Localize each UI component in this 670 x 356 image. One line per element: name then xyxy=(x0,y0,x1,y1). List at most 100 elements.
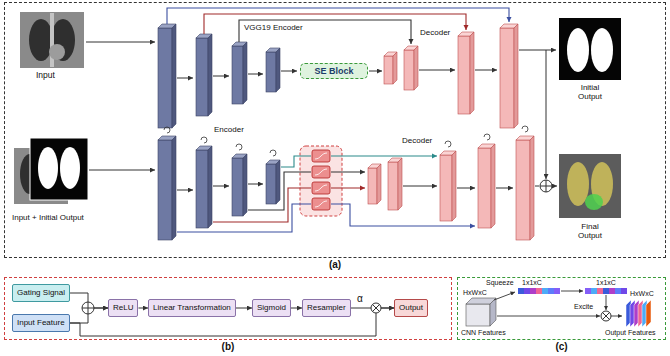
attention-gate xyxy=(312,150,330,162)
attention-gate xyxy=(315,201,327,207)
sum-symbol xyxy=(540,180,552,192)
attention-gate xyxy=(312,182,330,194)
se-block: SE Block xyxy=(300,63,368,79)
product-symbol xyxy=(371,303,381,313)
node-text: SE Block xyxy=(314,66,353,76)
decoder-block xyxy=(393,52,397,84)
sum-symbol xyxy=(82,302,94,314)
channel-vector xyxy=(585,288,591,294)
attention-gate xyxy=(315,169,327,175)
skip-connection xyxy=(331,187,365,188)
encoder-block xyxy=(158,24,280,128)
output-box: Output xyxy=(394,299,428,316)
feature-cube xyxy=(466,304,490,326)
encoder-block xyxy=(196,38,208,116)
channel-vector xyxy=(603,288,609,294)
encoder-block xyxy=(208,146,212,228)
image-label: Initial Output xyxy=(570,83,610,101)
refresh-icon xyxy=(445,141,451,147)
panel-label: (b) xyxy=(4,341,452,353)
skip-connection xyxy=(177,156,475,232)
dimension-label: HxWxC xyxy=(630,290,654,298)
attention-gate xyxy=(312,166,330,178)
process-box: Sigmoid xyxy=(252,299,291,316)
node-text: Sigmoid xyxy=(257,303,286,312)
mask-image xyxy=(30,138,88,200)
xray-image xyxy=(49,44,65,60)
flow-arrow xyxy=(403,186,437,187)
xray-image xyxy=(20,12,84,68)
decoder-block xyxy=(491,144,495,228)
flow-arrow xyxy=(457,188,475,189)
decoder-block xyxy=(388,162,398,210)
skip-connection xyxy=(177,204,311,232)
flow-arrow xyxy=(535,186,539,187)
dimension-label: 1x1xC xyxy=(522,279,542,287)
refresh-icon xyxy=(522,126,528,132)
flow-arrow xyxy=(177,78,193,79)
encoder-block xyxy=(276,48,280,92)
decoder-block xyxy=(516,140,530,240)
panel-frame: (b)Gating SignalInput FeatureReLULinear … xyxy=(4,277,452,340)
sum-symbol xyxy=(82,302,94,314)
section-label: VGG19 Encoder xyxy=(244,23,303,32)
skip-connection xyxy=(167,8,509,44)
flow-arrow xyxy=(248,184,263,185)
flow-arrow xyxy=(497,316,600,317)
flow-arrow xyxy=(494,292,515,300)
dimension-label: 1x1xC xyxy=(596,279,616,287)
channel-vector xyxy=(591,288,597,294)
decoder-block xyxy=(414,46,418,90)
skip-connection xyxy=(331,171,365,172)
mask-image xyxy=(591,28,613,72)
node-text: Gating Signal xyxy=(17,288,65,297)
skip-connection xyxy=(213,188,311,222)
decoder-block xyxy=(377,164,381,204)
segmentation-image xyxy=(585,194,603,210)
output-feature-slices xyxy=(646,300,651,327)
flow-arrow xyxy=(281,71,297,72)
mask-image xyxy=(567,28,589,72)
decoder-block xyxy=(384,24,518,128)
flow-arrow xyxy=(519,50,556,51)
decoder-block xyxy=(440,155,452,221)
flow-arrow xyxy=(419,70,455,71)
channel-vector xyxy=(524,288,530,294)
decoder-block xyxy=(530,136,534,240)
channel-vector xyxy=(615,288,621,294)
product-symbol xyxy=(373,305,380,312)
flow-arrow xyxy=(552,186,557,187)
refresh-icon xyxy=(236,144,242,150)
channel-vector xyxy=(518,288,627,294)
channel-vector xyxy=(530,288,536,294)
flow-arrow xyxy=(86,42,557,190)
node-text: Output xyxy=(399,303,423,312)
encoder-block xyxy=(172,136,176,240)
connector-arrow xyxy=(138,308,148,309)
image-label: Final Output xyxy=(570,222,610,240)
flow-arrow xyxy=(248,74,263,75)
encoder-block xyxy=(208,34,212,116)
channel-vector xyxy=(536,288,542,294)
decoder-block xyxy=(368,168,377,204)
decoder-block xyxy=(514,24,518,128)
image-label: Input + Initial Output xyxy=(12,213,84,222)
input-box: Gating Signal xyxy=(12,284,70,301)
flow-arrow xyxy=(369,71,382,72)
symbol-label: α xyxy=(357,293,363,305)
refresh-icon xyxy=(270,150,276,156)
encoder-block xyxy=(266,164,276,204)
attention-gate xyxy=(315,153,327,159)
flow-arrow xyxy=(561,291,583,292)
image-label: Input xyxy=(36,71,55,81)
section-label: Decoder xyxy=(402,136,432,145)
process-box: ReLU xyxy=(108,299,138,316)
channel-vector xyxy=(597,288,603,294)
channel-vector xyxy=(548,288,554,294)
caption-label: Output Features xyxy=(605,329,656,337)
decoder-block xyxy=(452,151,456,221)
encoder-block xyxy=(266,52,276,92)
node-text: Linear Transformation xyxy=(153,303,231,312)
input-box: Input Feature xyxy=(12,314,70,331)
